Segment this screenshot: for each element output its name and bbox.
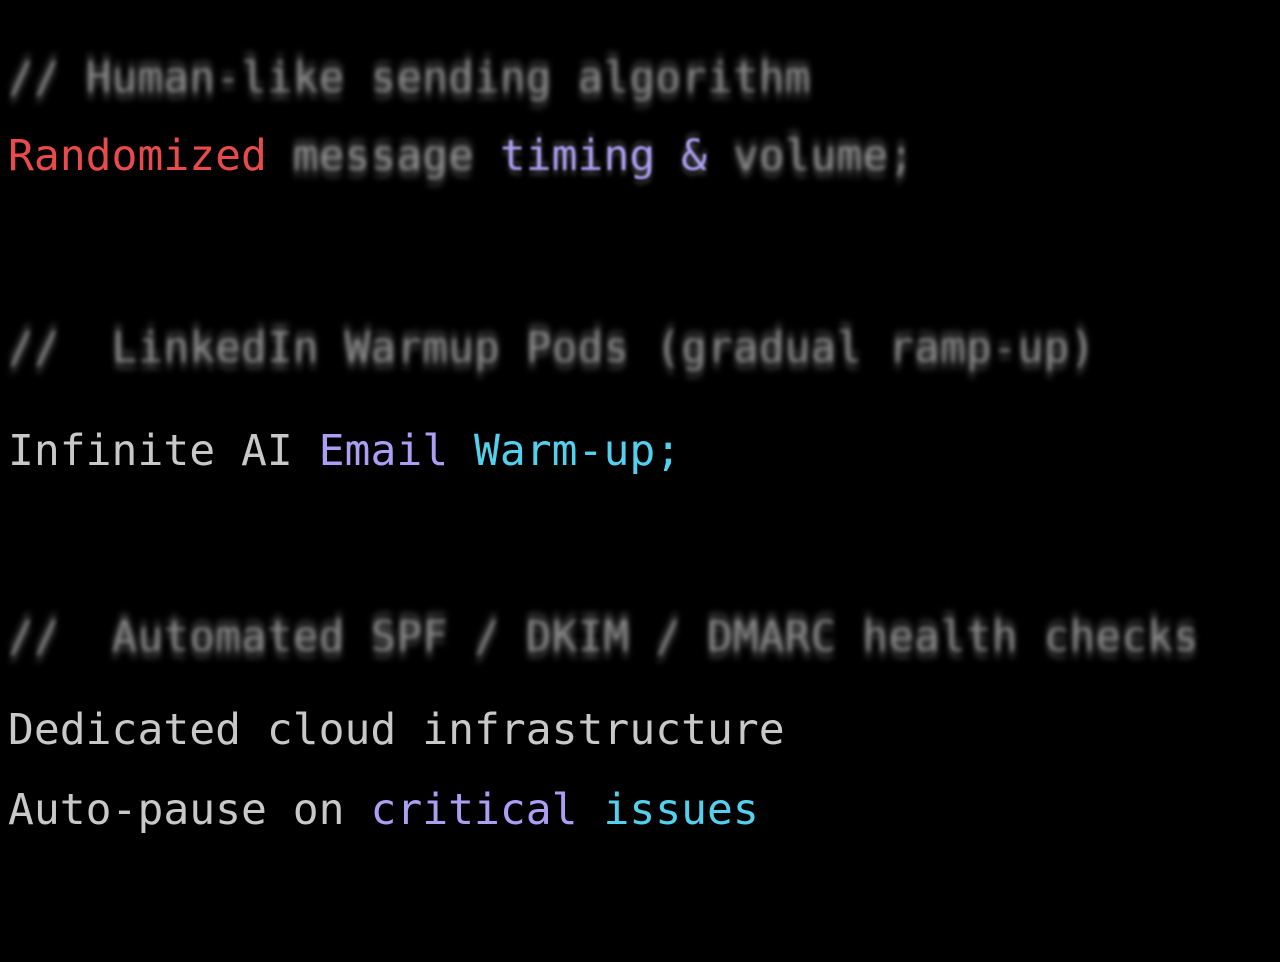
statement-email-warmup-segment-2 (448, 421, 474, 481)
statement-auto-pause-segment-2 (578, 780, 604, 840)
comment-health-checks-segment-0: // Automated SPF / DKIM / DMARC health c… (8, 612, 1199, 662)
comment-health-checks: // Automated SPF / DKIM / DMARC health c… (8, 607, 1199, 667)
statement-email-warmup-segment-1: Email (318, 426, 449, 476)
statement-randomized-timing: Randomized message timing & volume; (8, 126, 914, 186)
statement-infrastructure-segment-0: Dedicated cloud infrastructure (8, 705, 785, 755)
statement-auto-pause-segment-3: issues (603, 785, 759, 835)
comment-linkedin-warmup-segment-0: // LinkedIn Warmup Pods (gradual ramp-up… (8, 323, 1096, 373)
comment-linkedin-warmup: // LinkedIn Warmup Pods (gradual ramp-up… (8, 318, 1095, 378)
statement-randomized-timing-segment-1: message (292, 131, 500, 181)
statement-randomized-timing-segment-2: timing & (499, 131, 733, 181)
statement-auto-pause: Auto-pause on critical issues (8, 780, 759, 840)
statement-auto-pause-segment-1: critical (370, 785, 578, 835)
comment-sending-algorithm-segment-0: // Human-like sending algorithm (8, 53, 811, 103)
statement-email-warmup-segment-3: Warm-up; (474, 426, 682, 476)
statement-email-warmup: Infinite AI Email Warm-up; (8, 421, 681, 481)
statement-randomized-timing-segment-0: Randomized (8, 131, 293, 181)
statement-auto-pause-segment-0: Auto-pause on (8, 785, 371, 835)
statement-randomized-timing-segment-3: volume; (732, 131, 915, 181)
statement-infrastructure: Dedicated cloud infrastructure (8, 700, 785, 760)
statement-email-warmup-segment-0: Infinite AI (8, 426, 319, 476)
comment-sending-algorithm: // Human-like sending algorithm (8, 48, 811, 108)
